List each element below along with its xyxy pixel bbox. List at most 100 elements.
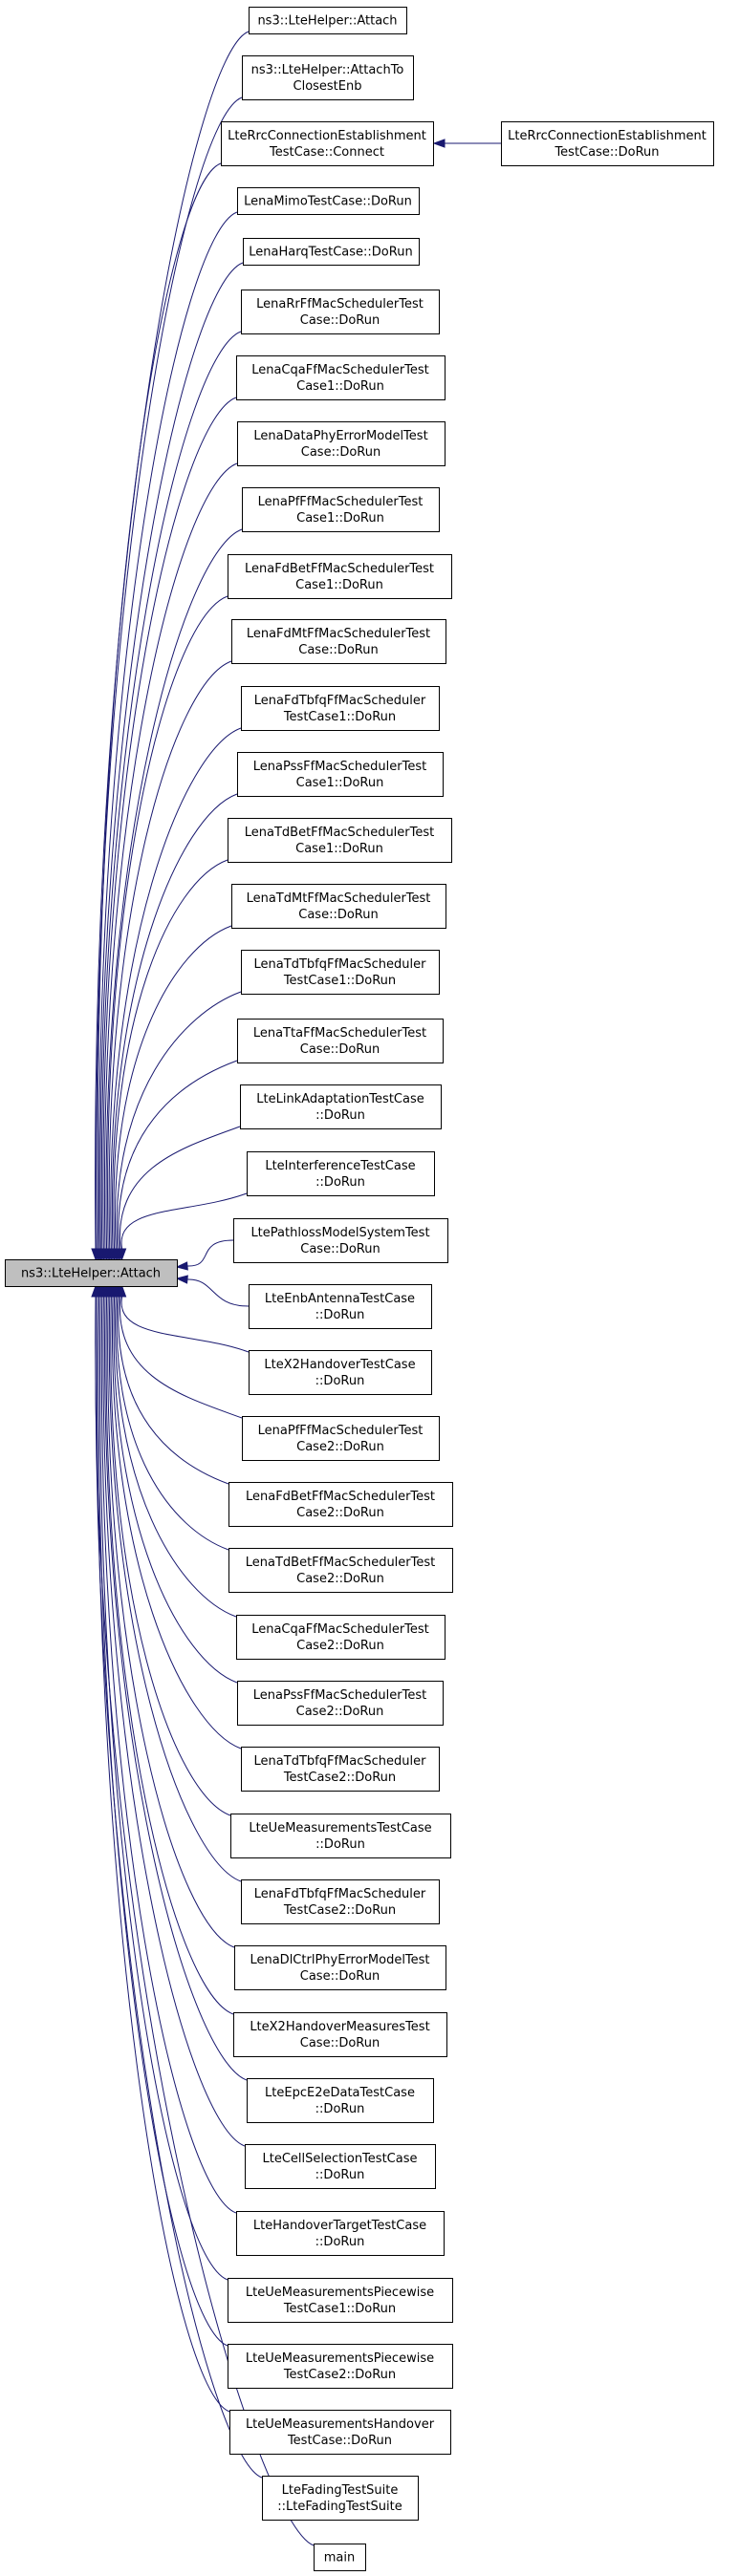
- caller-node-s0[interactable]: LteRrcConnectionEstablishmentTestCase::D…: [501, 121, 714, 166]
- caller-node-c27-box[interactable]: [241, 1747, 440, 1792]
- caller-node-c4[interactable]: LenaHarqTestCase::DoRun: [243, 238, 420, 266]
- caller-node-c8-box[interactable]: [242, 487, 440, 532]
- caller-node-c39[interactable]: main: [314, 2544, 366, 2571]
- caller-node-c30-box[interactable]: [234, 1945, 446, 1990]
- caller-node-c10-box[interactable]: [231, 619, 446, 664]
- caller-node-c24-box[interactable]: [228, 1548, 453, 1593]
- caller-node-c18-label-line: ::DoRun: [315, 1175, 365, 1190]
- caller-node-c20-box[interactable]: [249, 1284, 432, 1329]
- caller-node-c18-box[interactable]: [247, 1151, 435, 1196]
- caller-node-c34[interactable]: LteHandoverTargetTestCase::DoRun: [236, 2211, 445, 2256]
- edge-c10-to-focus: [108, 660, 232, 1250]
- caller-node-c27-label-line: LenaTdTbfqFfMacScheduler: [254, 1754, 427, 1769]
- focus-node-ltehelper-attach-box[interactable]: [5, 1259, 178, 1287]
- caller-node-c28-label-line: ::DoRun: [315, 1837, 365, 1852]
- caller-node-c35-box[interactable]: [228, 2278, 453, 2323]
- caller-node-c20[interactable]: LteEnbAntennaTestCase::DoRun: [249, 1284, 432, 1329]
- caller-node-c9-box[interactable]: [228, 554, 452, 599]
- caller-node-c2-label-line: LteRrcConnectionEstablishment: [228, 129, 426, 143]
- caller-node-c16-box[interactable]: [237, 1019, 444, 1063]
- edge-c28-to-focus: [110, 1296, 231, 1816]
- caller-node-c2-box[interactable]: [221, 121, 434, 166]
- caller-node-c12-box[interactable]: [237, 752, 444, 797]
- caller-node-c11-box[interactable]: [241, 686, 440, 731]
- caller-node-c1-box[interactable]: [242, 55, 414, 100]
- caller-node-c7-label-line: Case::DoRun: [301, 445, 380, 460]
- caller-node-c39-box[interactable]: [314, 2544, 366, 2571]
- caller-node-c35[interactable]: LteUeMeasurementsPiecewiseTestCase1::DoR…: [228, 2278, 453, 2323]
- caller-node-c7-box[interactable]: [237, 421, 446, 466]
- caller-node-c23-box[interactable]: [228, 1482, 453, 1527]
- caller-node-c28-box[interactable]: [230, 1814, 451, 1858]
- caller-node-c3[interactable]: LenaMimoTestCase::DoRun: [237, 187, 420, 215]
- caller-node-c2[interactable]: LteRrcConnectionEstablishmentTestCase::C…: [221, 121, 434, 166]
- caller-node-c3-box[interactable]: [237, 187, 420, 215]
- edge-c1-to-focus: [96, 97, 243, 1250]
- caller-node-c10-label-line: Case::DoRun: [298, 643, 378, 657]
- caller-node-c34-label-line: ::DoRun: [315, 2235, 365, 2249]
- caller-node-c17-box[interactable]: [240, 1084, 442, 1129]
- edge-c24-to-focus: [116, 1296, 229, 1551]
- focus-node-ltehelper-attach[interactable]: ns3::LteHelper::Attach: [5, 1259, 178, 1287]
- caller-node-c5-label-line: LenaRrFfMacSchedulerTest: [256, 297, 424, 311]
- caller-node-c6-box[interactable]: [236, 355, 446, 400]
- caller-node-c18[interactable]: LteInterferenceTestCase::DoRun: [247, 1151, 435, 1196]
- caller-node-c36-box[interactable]: [228, 2344, 453, 2389]
- caller-node-c5-box[interactable]: [241, 290, 440, 334]
- edge-c7-to-focus: [103, 462, 238, 1250]
- caller-node-s0-box[interactable]: [501, 121, 714, 166]
- caller-node-c14-box[interactable]: [231, 884, 446, 929]
- caller-node-c0[interactable]: ns3::LteHelper::Attach: [249, 7, 407, 34]
- caller-node-c38-box[interactable]: [262, 2476, 419, 2521]
- caller-node-c0-box[interactable]: [249, 7, 407, 34]
- caller-node-c38[interactable]: LteFadingTestSuite::LteFadingTestSuite: [262, 2476, 419, 2521]
- caller-node-c25-box[interactable]: [236, 1615, 446, 1660]
- caller-node-c19-box[interactable]: [233, 1218, 448, 1263]
- caller-node-c34-box[interactable]: [236, 2211, 445, 2256]
- caller-node-c23-label-line: LenaFdBetFfMacSchedulerTest: [246, 1490, 435, 1504]
- caller-node-c5-label-line: Case::DoRun: [300, 313, 380, 328]
- caller-node-c13-box[interactable]: [228, 818, 452, 863]
- caller-node-c36[interactable]: LteUeMeasurementsPiecewiseTestCase2::DoR…: [228, 2344, 453, 2389]
- caller-node-c17[interactable]: LteLinkAdaptationTestCase::DoRun: [240, 1084, 442, 1129]
- caller-node-c21-box[interactable]: [249, 1350, 432, 1395]
- caller-node-c22-box[interactable]: [242, 1416, 440, 1461]
- caller-node-c37-box[interactable]: [229, 2410, 451, 2455]
- caller-node-c33-box[interactable]: [245, 2144, 436, 2189]
- caller-node-c32-box[interactable]: [247, 2078, 434, 2123]
- caller-node-c31-box[interactable]: [233, 2012, 447, 2057]
- caller-node-c4-box[interactable]: [243, 238, 420, 266]
- caller-node-c28[interactable]: LteUeMeasurementsTestCase::DoRun: [230, 1814, 451, 1858]
- caller-node-c21[interactable]: LteX2HandoverTestCase::DoRun: [249, 1350, 432, 1395]
- caller-node-c33[interactable]: LteCellSelectionTestCase::DoRun: [245, 2144, 436, 2189]
- caller-node-c15-box[interactable]: [241, 950, 440, 995]
- edge-c31-to-focus: [105, 1296, 234, 2015]
- caller-node-c32[interactable]: LteEpcE2eDataTestCase::DoRun: [247, 2078, 434, 2123]
- caller-node-c29-box[interactable]: [241, 1879, 440, 1924]
- caller-node-c26-box[interactable]: [237, 1681, 444, 1726]
